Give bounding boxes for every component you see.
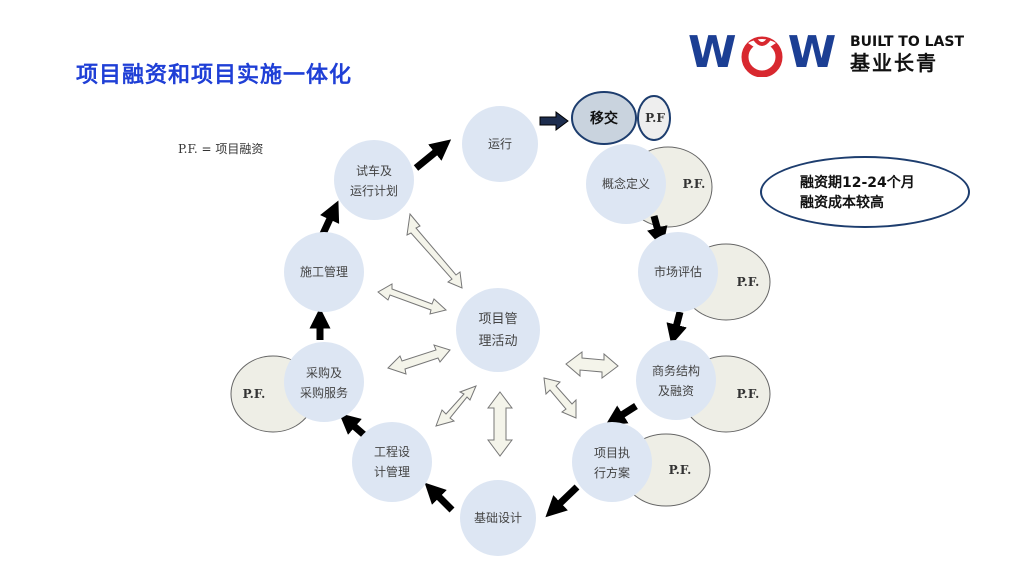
flow-arrow-construction-to-trial [318, 200, 340, 238]
double-arrow-execution [543, 377, 577, 419]
node-engineering [352, 422, 432, 502]
double-arrow-construction [377, 283, 448, 315]
flow-arrow-business-to-execution [605, 403, 638, 426]
double-arrow-business [565, 351, 619, 379]
transfer-label: 移交 [590, 110, 618, 127]
node-basic-label: 基础设计 [474, 511, 522, 525]
flow-arrow-run-to-transfer [539, 111, 569, 131]
node-trial-label-2: 运行计划 [350, 184, 398, 198]
node-business-label-1: 商务结构 [652, 363, 700, 378]
transfer-pf-bubble [637, 95, 671, 141]
node-execution [572, 422, 652, 502]
node-procurement-label-1: 采购及 [306, 365, 342, 380]
financing-note [760, 156, 970, 228]
pf-label-execution: P.F. [669, 463, 692, 477]
node-trial-label-1: 试车及 [356, 163, 392, 178]
logo-tagline-en: BUILT TO LAST [850, 34, 964, 50]
node-center [456, 288, 540, 372]
flow-arrow-concept-to-market [647, 215, 668, 249]
node-construction [284, 232, 364, 312]
financing-cost: 融资成本较高 [800, 195, 884, 211]
pf-label-concept: P.F. [683, 177, 706, 191]
node-engineering-label-1: 工程设 [374, 444, 410, 459]
double-arrow-procurement [387, 344, 451, 375]
node-procurement [284, 342, 364, 422]
double-arrow-trial [406, 212, 463, 289]
node-business-label-2: 及融资 [658, 384, 694, 398]
double-arrow-basic [487, 391, 513, 457]
node-basic [460, 480, 536, 556]
node-procurement-label-2: 采购服务 [300, 385, 348, 400]
node-construction-label: 施工管理 [300, 264, 348, 279]
node-run [462, 106, 538, 182]
financing-period: 融资期12-24个月 [800, 175, 915, 191]
flow-arrow-market-to-business [666, 311, 687, 346]
center-label-1: 项目管 [478, 312, 517, 327]
logo-emblem-icon [741, 36, 783, 77]
flow-arrow-basic-to-engineering [424, 482, 455, 513]
node-concept-label: 概念定义 [602, 176, 650, 191]
node-execution-label-1: 项目执 [594, 446, 630, 460]
flow-arrow-execution-to-basic [545, 484, 580, 518]
pf-label-procurement: P.F. [243, 387, 266, 401]
pf-definition: P.F. = 项目融资 [178, 142, 264, 156]
node-run-label: 运行 [488, 137, 512, 151]
transfer-pf-label: P.F [645, 111, 665, 125]
node-trial [334, 140, 414, 220]
node-execution-label-2: 行方案 [594, 465, 630, 480]
pf-label-business: P.F. [737, 387, 760, 401]
company-logo: W W BUILT TO LAST 基业长青 [688, 30, 978, 80]
node-concept [586, 144, 666, 224]
process-nodes [284, 106, 718, 556]
transfer-bubble [571, 91, 637, 145]
node-business [636, 340, 716, 420]
node-market-label: 市场评估 [654, 264, 702, 279]
node-market [638, 232, 718, 312]
double-arrow-engineering [435, 385, 477, 427]
logo-tagline-cn: 基业长青 [850, 51, 938, 75]
center-double-arrows [377, 212, 619, 457]
pf-label-market: P.F. [737, 275, 760, 289]
page-title: 项目融资和项目实施一体化 [76, 63, 353, 88]
node-engineering-label-2: 计管理 [374, 464, 410, 479]
center-label-2: 理活动 [478, 334, 517, 349]
flow-arrow-trial-to-run [413, 139, 452, 171]
